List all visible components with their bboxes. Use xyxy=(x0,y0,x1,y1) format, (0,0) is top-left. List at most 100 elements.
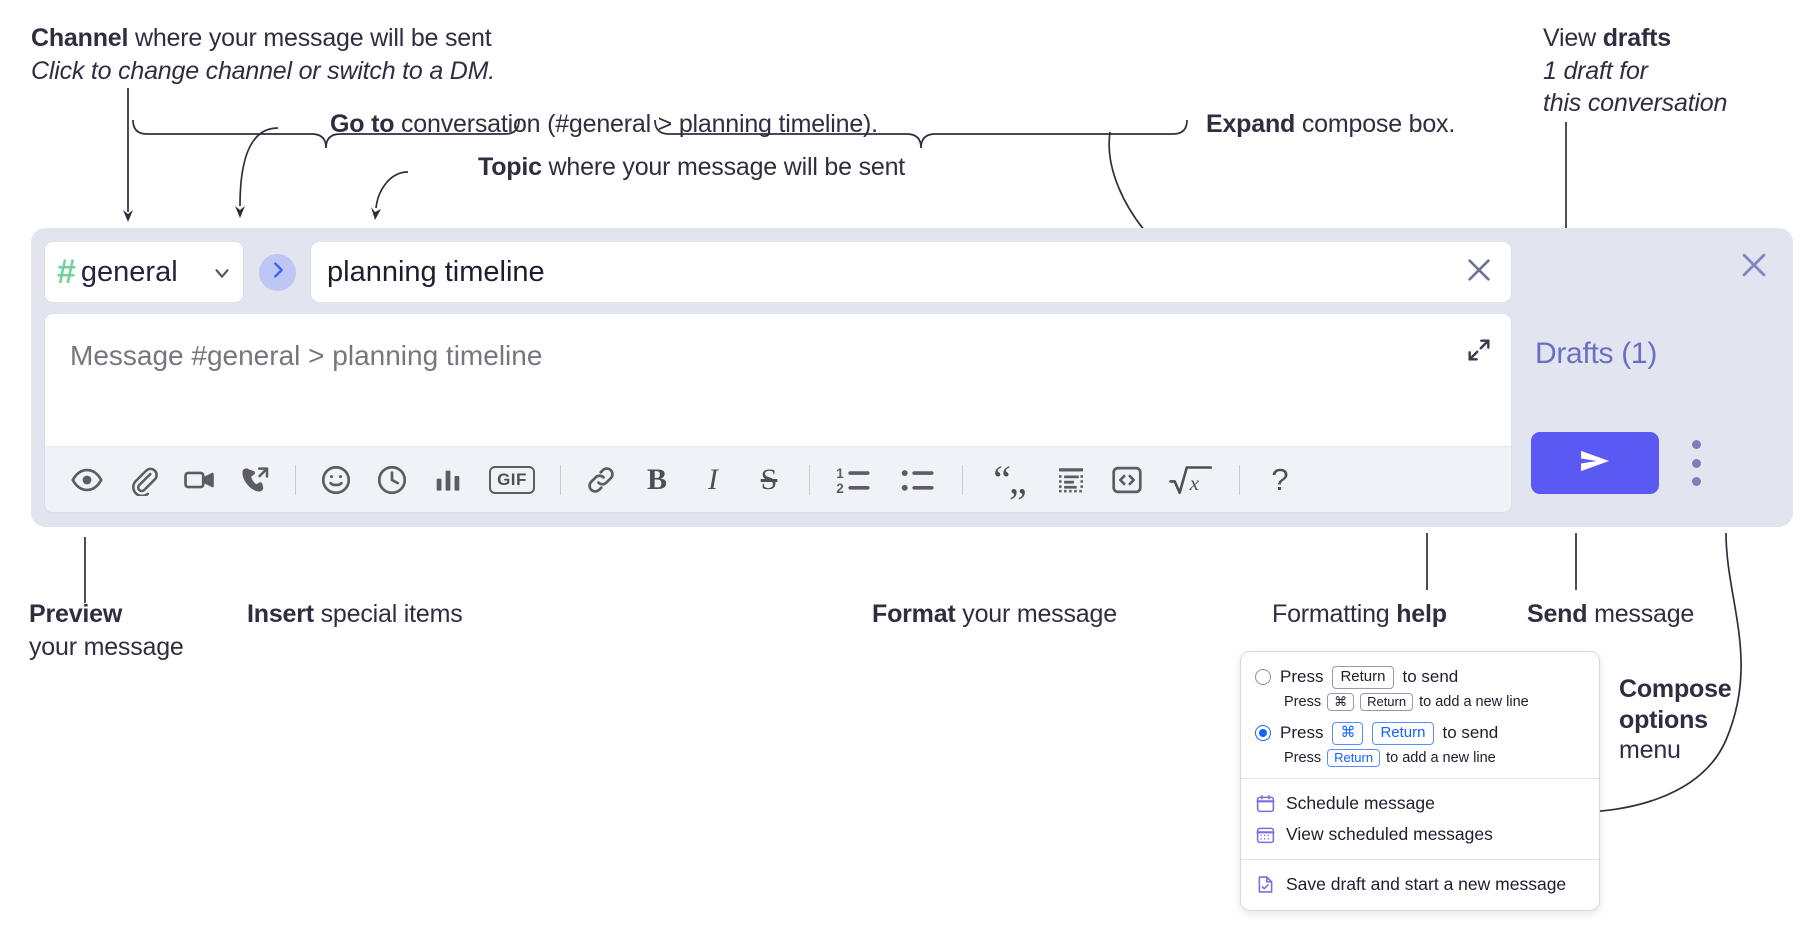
gif-icon[interactable]: GIF xyxy=(484,460,540,500)
chevron-down-icon xyxy=(211,262,231,282)
key-command: ⌘ xyxy=(1332,722,1364,745)
annotation-help: Formatting help xyxy=(1272,598,1447,631)
radio-option-return-to-send[interactable]: Press Return to send xyxy=(1241,664,1599,691)
radio-selected-icon[interactable] xyxy=(1255,725,1271,742)
close-icon[interactable] xyxy=(1737,248,1771,282)
annotation-compose-rest: menu xyxy=(1619,736,1681,764)
annotation-insert-bold: Insert xyxy=(247,600,314,628)
save-draft-icon xyxy=(1255,874,1276,895)
annotation-send-rest: message xyxy=(1587,600,1695,628)
drafts-link[interactable]: Drafts (1) xyxy=(1535,337,1658,370)
inline-code-icon[interactable] xyxy=(1107,460,1147,500)
annotation-goto-bold: Go to xyxy=(330,110,395,138)
ordered-list-icon[interactable]: 1 2 xyxy=(830,460,878,500)
clock-icon[interactable] xyxy=(372,460,412,500)
annotation-goto-rest: conversation (#general > planning timeli… xyxy=(394,110,878,138)
send-button[interactable] xyxy=(1531,432,1659,494)
radio2-sub-post: to add a new line xyxy=(1386,749,1496,766)
annotation-compose-bold1: Compose xyxy=(1619,675,1732,703)
annotation-preview: Preview your message xyxy=(29,598,184,663)
emoji-smiley-icon[interactable] xyxy=(316,460,356,500)
bold-icon[interactable]: B xyxy=(637,460,677,500)
message-placeholder: Message #general > planning timeline xyxy=(70,340,543,371)
menu-item-view-scheduled-messages[interactable]: View scheduled messages xyxy=(1241,819,1599,850)
key-return: Return xyxy=(1360,692,1414,711)
annotation-drafts: View drafts 1 draft for this conversatio… xyxy=(1543,22,1727,120)
italic-icon[interactable]: I xyxy=(693,460,733,500)
bold-label: B xyxy=(646,462,667,496)
annotation-format-bold: Format xyxy=(872,600,956,628)
annotation-send: Send message xyxy=(1527,598,1694,631)
toolbar-divider xyxy=(962,464,963,495)
radio1-hint: Press ⌘ Return to add a new line xyxy=(1241,691,1599,713)
annotation-topic-bold: Topic xyxy=(478,153,542,181)
radio1-sub-pre: Press xyxy=(1284,693,1322,710)
chevron-right-icon xyxy=(267,259,289,286)
hash-icon: # xyxy=(57,253,76,291)
key-return: Return xyxy=(1327,748,1381,767)
math-sqrt-icon[interactable]: x xyxy=(1163,460,1219,500)
expand-compose-icon[interactable] xyxy=(1465,336,1493,364)
compose-panel: # general planning timeline Message #gen… xyxy=(31,228,1793,527)
toolbar-divider xyxy=(1239,464,1240,495)
annotation-preview-bold: Preview xyxy=(29,600,123,628)
annotation-channel: Channel where your message will be sent … xyxy=(31,22,495,87)
radio-option-cmd-return-to-send[interactable]: Press ⌘ Return to send xyxy=(1241,720,1599,747)
annotation-channel-italic: Click to change channel or switch to a D… xyxy=(31,56,496,85)
radio-unselected-icon[interactable] xyxy=(1255,669,1271,686)
kebab-dot xyxy=(1691,477,1701,486)
message-input-box[interactable]: Message #general > planning timeline xyxy=(44,313,1512,513)
svg-text:2: 2 xyxy=(836,480,843,495)
annotation-send-bold: Send xyxy=(1527,600,1588,628)
calendar-schedule-icon xyxy=(1255,793,1276,814)
phone-forward-icon[interactable] xyxy=(235,460,275,500)
toolbar-divider xyxy=(809,464,810,495)
topic-input[interactable]: planning timeline xyxy=(310,241,1512,303)
compose-header-row: # general planning timeline xyxy=(44,241,1512,303)
annotation-drafts-italic1: 1 draft for xyxy=(1543,56,1648,85)
formatting-toolbar: GIF B I xyxy=(45,446,1511,512)
annotation-format: Format your message xyxy=(872,598,1117,631)
link-icon[interactable] xyxy=(581,460,621,500)
preview-eye-icon[interactable] xyxy=(67,460,107,500)
help-label: ? xyxy=(1271,461,1289,497)
annotation-expand: Expand compose box. xyxy=(1206,108,1455,141)
goto-conversation-button[interactable] xyxy=(259,254,296,291)
menu-item-label: Save draft and start a new message xyxy=(1286,874,1567,894)
radio1-pre: Press xyxy=(1280,667,1324,687)
strikethrough-label: S xyxy=(760,462,778,496)
radio2-hint: Press Return to add a new line xyxy=(1241,747,1599,769)
menu-divider xyxy=(1241,859,1599,860)
toolbar-divider xyxy=(295,464,296,495)
annotation-compose-options: Compose options menu xyxy=(1619,674,1732,766)
annotation-channel-bold: Channel xyxy=(31,24,129,52)
gif-label: GIF xyxy=(489,465,535,494)
channel-selector[interactable]: # general xyxy=(44,241,244,303)
radio1-post: to send xyxy=(1402,667,1459,687)
blockquote-icon[interactable]: “„ xyxy=(983,456,1035,502)
italic-label: I xyxy=(708,462,718,496)
radio1-sub-post: to add a new line xyxy=(1419,693,1529,710)
video-camera-icon[interactable] xyxy=(179,460,219,500)
bulleted-list-icon[interactable] xyxy=(894,460,942,500)
annotation-channel-rest: where your message will be sent xyxy=(128,24,492,52)
toolbar-divider xyxy=(560,464,561,495)
menu-item-schedule-message[interactable]: Schedule message xyxy=(1241,788,1599,819)
annotation-insert-rest: special items xyxy=(313,600,463,628)
strikethrough-icon[interactable]: S xyxy=(749,460,789,500)
menu-item-save-draft[interactable]: Save draft and start a new message xyxy=(1241,869,1599,900)
kebab-dot xyxy=(1691,440,1701,449)
attachment-paperclip-icon[interactable] xyxy=(123,460,163,500)
blockquote-glyph: “„ xyxy=(993,456,1026,502)
code-block-icon[interactable] xyxy=(1051,460,1091,500)
clear-topic-icon[interactable] xyxy=(1463,254,1495,291)
bar-chart-icon[interactable] xyxy=(428,460,468,500)
topic-value: planning timeline xyxy=(327,255,545,288)
compose-options-button[interactable] xyxy=(1683,440,1709,486)
formatting-help-icon[interactable]: ? xyxy=(1260,460,1300,500)
compose-inner: # general planning timeline Message #gen… xyxy=(44,241,1512,513)
menu-item-label: Schedule message xyxy=(1286,793,1435,813)
compose-options-menu: Press Return to send Press ⌘ Return to a… xyxy=(1240,651,1600,911)
calendar-grid-icon xyxy=(1255,824,1276,845)
key-command: ⌘ xyxy=(1327,692,1355,711)
